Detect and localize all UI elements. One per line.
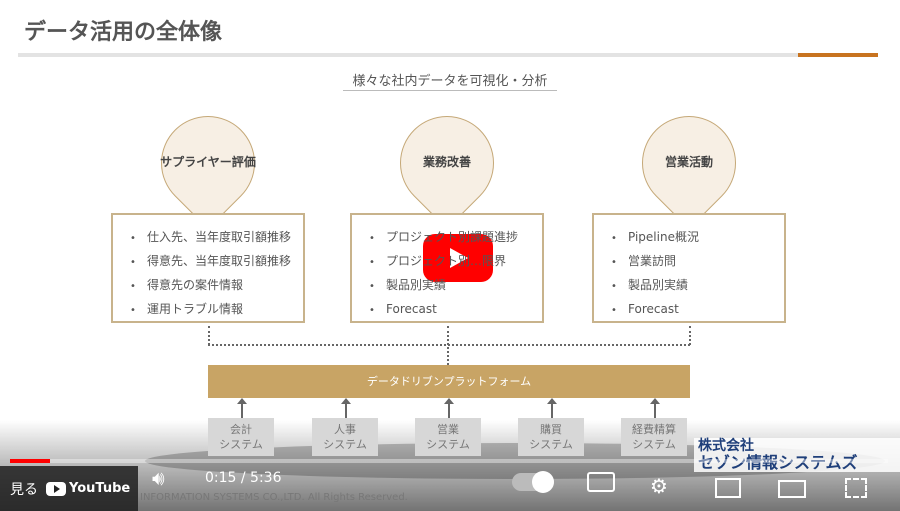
youtube-icon <box>46 481 66 496</box>
source-system: 会計システム <box>208 418 274 456</box>
slide-title: データ活用の全体像 <box>24 20 223 45</box>
list-item: 仕入先、当年度取引額推移 <box>119 225 303 249</box>
title-rule <box>18 53 798 57</box>
pillar-label: サプライヤー評価 <box>160 155 256 169</box>
pillar-box: プロジェクト別課題進捗プロジェクト別…限界製品別実績Forecast <box>350 213 544 323</box>
company-logo: 株式会社セゾン情報システムズ <box>694 438 900 472</box>
list-item: 製品別実績 <box>358 273 542 297</box>
list-item: プロジェクト別課題進捗 <box>358 225 542 249</box>
company-line1: 株式会社 <box>698 438 754 454</box>
autoplay-toggle[interactable] <box>512 471 554 493</box>
arrow-up-icon <box>444 398 454 420</box>
pillar-box: 仕入先、当年度取引額推移得意先、当年度取引額推移得意先の案件情報運用トラブル情報 <box>111 213 305 323</box>
source-system: 購買システム <box>518 418 584 456</box>
watch-on-youtube-button[interactable]: 見る YouTube <box>0 466 138 511</box>
source-system: 人事システム <box>312 418 378 456</box>
connector-line <box>208 344 690 346</box>
list-item: プロジェクト別…限界 <box>358 249 542 273</box>
connector <box>689 326 691 345</box>
volume-icon[interactable]: 🔊︎ <box>152 466 165 490</box>
system-suffix: システム <box>632 438 676 451</box>
arrow-up-icon <box>237 398 247 420</box>
miniplayer-icon[interactable] <box>715 478 741 498</box>
watch-label: 見る <box>10 481 38 498</box>
connector <box>447 326 449 365</box>
company-line2: セゾン情報システムズ <box>698 453 858 472</box>
list-item: 営業訪問 <box>600 249 784 273</box>
system-suffix: システム <box>219 438 263 451</box>
arrow-up-icon <box>547 398 557 420</box>
pillar-box: Pipeline概況営業訪問製品別実績Forecast <box>592 213 786 323</box>
arrow-up-icon <box>650 398 660 420</box>
arrow-up-icon <box>341 398 351 420</box>
source-system: 営業システム <box>415 418 481 456</box>
system-name: 営業 <box>437 423 459 436</box>
copyright: INFORMATION SYSTEMS CO.,LTD. All Rights … <box>140 492 408 503</box>
system-suffix: システム <box>323 438 367 451</box>
captions-icon[interactable] <box>587 472 615 492</box>
source-system: 経費精算システム <box>621 418 687 456</box>
youtube-logo: YouTube <box>46 481 130 496</box>
youtube-label: YouTube <box>69 481 131 496</box>
theater-mode-icon[interactable] <box>778 480 806 498</box>
list-item: 得意先の案件情報 <box>119 273 303 297</box>
list-item: 運用トラブル情報 <box>119 297 303 321</box>
fullscreen-icon[interactable] <box>845 478 867 498</box>
pillar-label: 業務改善 <box>422 155 471 169</box>
system-suffix: システム <box>426 438 470 451</box>
pillar-label: 営業活動 <box>664 155 713 169</box>
system-name: 会計 <box>230 423 252 436</box>
subtitle-underline <box>343 90 557 91</box>
system-suffix: システム <box>529 438 573 451</box>
list-item: Pipeline概況 <box>600 225 784 249</box>
list-item: 製品別実績 <box>600 273 784 297</box>
system-name: 購買 <box>540 423 562 436</box>
connector <box>208 326 210 345</box>
title-rule-accent <box>798 53 878 57</box>
list-item: Forecast <box>358 297 542 321</box>
progress-fill <box>10 459 50 463</box>
system-name: 経費精算 <box>632 423 676 436</box>
system-name: 人事 <box>334 423 356 436</box>
list-item: Forecast <box>600 297 784 321</box>
time-display: 0:15 / 5:36 <box>205 470 282 486</box>
slide-subtitle: 様々な社内データを可視化・分析 <box>352 74 548 89</box>
platform-bar: データドリブンプラットフォーム <box>208 365 690 398</box>
settings-icon[interactable]: ⚙ <box>650 474 668 498</box>
list-item: 得意先、当年度取引額推移 <box>119 249 303 273</box>
progress-bar[interactable] <box>10 459 888 463</box>
